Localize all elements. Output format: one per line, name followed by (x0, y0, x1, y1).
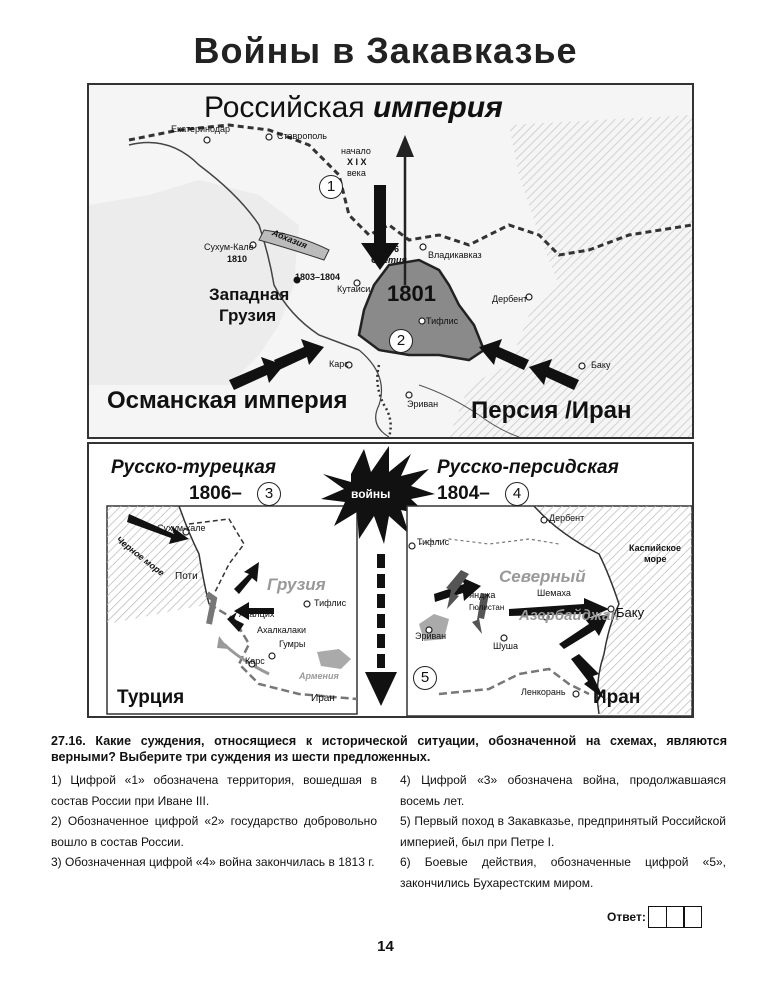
number-4-circle: 4 (505, 482, 529, 506)
number-2-circle: 2 (389, 329, 413, 353)
persia-label: Персия /Иран (471, 397, 632, 424)
ottoman-label: Османская империя (107, 387, 348, 414)
city-poti: Поти (175, 571, 198, 582)
empire-label: Российская империя (204, 91, 503, 124)
city-lenkoran: Ленкорань (521, 687, 566, 697)
turkey-label: Турция (117, 687, 185, 708)
city-erivan-right: Эриван (415, 631, 447, 641)
option-3: 3) Обозначенная цифрой «4» война закончи… (51, 855, 375, 869)
west-georgia-1: Западная (209, 285, 290, 304)
armenia-label: Армения (299, 671, 339, 681)
city-vladikavkaz: Владикавказ (428, 250, 482, 260)
iran-left-label: Иран (311, 693, 335, 704)
georgia-label: Грузия (267, 575, 326, 594)
city-sukhum-kale: Сухум-кале (157, 523, 206, 533)
answer-cells[interactable] (648, 906, 703, 928)
city-baku: Баку (591, 360, 611, 370)
city-tiflis-left: Тифлис (314, 598, 347, 608)
wars-star (321, 446, 435, 544)
option-1: 1) Цифрой «1» обозначена территория, вош… (51, 773, 377, 808)
city-stavropol: Ставрополь (277, 131, 327, 141)
century-label-2: X I X (347, 157, 367, 167)
year-1806: 1806 (379, 244, 400, 254)
answer-field: Ответ: (607, 906, 703, 928)
bottom-map: Русско-турецкая 1806– 3 Русско-персидска… (87, 442, 694, 718)
option-2: 2) Обозначенное цифрой «2» государство д… (51, 814, 377, 849)
north-azerbaijan-label-1: Северный (499, 567, 586, 586)
number-3-circle: 3 (257, 482, 281, 506)
options-right-column: 4) Цифрой «3» обозначена война, продолжа… (400, 770, 726, 893)
city-baku-right: Баку (616, 605, 645, 620)
answer-label: Ответ: (607, 910, 646, 924)
wars-label: войны (351, 487, 391, 501)
city-akhalkalaki: Ахалкалаки (257, 625, 307, 635)
city-derbent: Дербент (492, 294, 528, 304)
ossetia-label: Осетия (371, 255, 407, 265)
rus-per-war-label: Русско-персидская (437, 457, 619, 478)
iran-right-label: Иран (593, 687, 641, 708)
city-sukhum: Сухум-Кале (204, 242, 254, 252)
question-text: 27.16. Какие суждения, относящиеся к ист… (51, 734, 727, 764)
page-number: 14 (377, 938, 394, 955)
city-derbent-right: Дербент (549, 513, 585, 523)
options-left-column: 1) Цифрой «1» обозначена территория, вош… (51, 770, 377, 873)
city-gumry: Гумры (279, 639, 306, 649)
year-1801: 1801 (387, 281, 436, 306)
bottom-map-graphics (106, 446, 692, 716)
number-1-circle: 1 (319, 175, 343, 199)
city-kars: Карс (329, 359, 349, 369)
option-6: 6) Боевые действия, обозначенные цифрой … (400, 855, 726, 890)
year-1803: 1803–1804 (295, 272, 341, 282)
century-label-3: века (347, 168, 366, 178)
city-gulistan: Гюлистан (469, 603, 505, 612)
city-akhaltsikh: Ахалцих (239, 609, 275, 619)
city-kars-left: Карс (245, 656, 265, 666)
north-azerbaijan-label-2: Азербайджан (519, 607, 620, 624)
city-gyanja: Гянджа (465, 590, 496, 600)
century-label-1: начало (341, 146, 371, 156)
rus-tur-war-year: 1806– (189, 483, 242, 504)
page-title: Войны в Закавказье (193, 30, 578, 71)
caspian-label-1: Каспийское (629, 543, 682, 553)
city-tiflis-right: Тифлис (417, 537, 450, 547)
year-1810: 1810 (227, 254, 248, 264)
number-5-circle: 5 (413, 666, 437, 690)
west-georgia-2: Грузия (219, 306, 277, 325)
answer-cell[interactable] (683, 906, 703, 928)
city-kutaisi: Кутаиси (337, 284, 371, 294)
rus-per-war-year: 1804– (437, 483, 490, 504)
answer-cell[interactable] (648, 906, 668, 928)
city-tiflis: Тифлис (426, 316, 459, 326)
city-ekaterinodar: Екатеринодар (171, 124, 231, 134)
answer-cell[interactable] (665, 906, 685, 928)
rus-tur-war-label: Русско-турецкая (111, 457, 276, 478)
option-5: 5) Первый поход в Закавказье, предпринят… (400, 814, 726, 849)
option-4: 4) Цифрой «3» обозначена война, продолжа… (400, 773, 726, 808)
city-erivan: Эриван (407, 399, 439, 409)
city-shusha: Шуша (493, 641, 518, 651)
city-shemakha: Шемаха (537, 588, 571, 598)
caspian-label-2: море (644, 554, 667, 564)
top-map-graphics (89, 85, 692, 437)
top-map: Российская империя Екатеринодар Ставропо… (87, 83, 694, 439)
